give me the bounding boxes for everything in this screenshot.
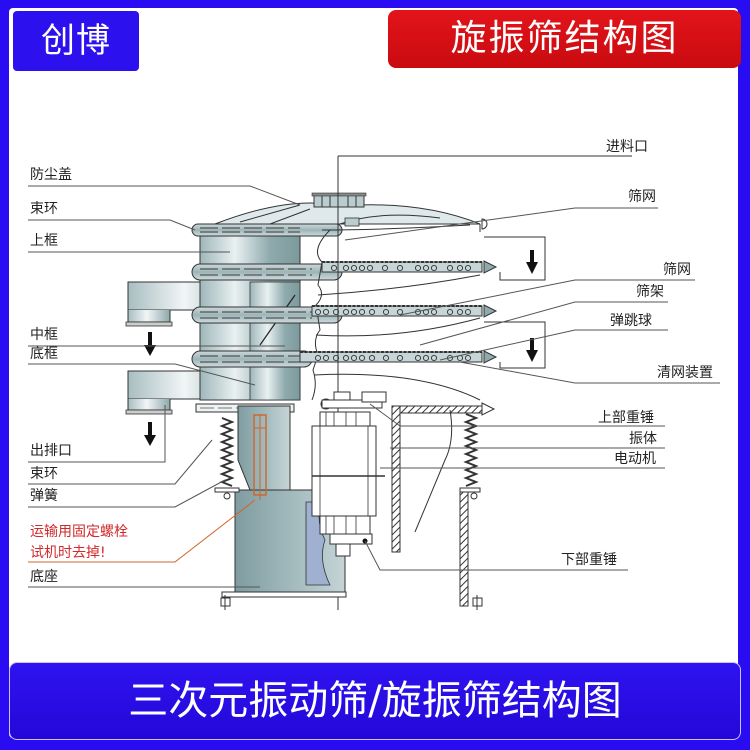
label-bottom-frame: 底框 [30,346,58,362]
motor [311,391,387,557]
label-upper-frame: 上框 [30,233,58,249]
dust-cover [214,192,488,232]
screen-deck-1 [321,260,498,274]
outlet-arrow-right-lower [526,338,538,362]
label-screen-mesh-1: 筛网 [628,189,656,205]
outlet-arrow-right-upper [526,250,538,274]
discharge-arrow-lower [144,422,156,446]
label-mesh-cleaning-device: 清网装置 [657,365,713,381]
label-feed-inlet: 进料口 [606,139,648,155]
left-spring [214,417,240,500]
label-base: 底座 [30,569,58,585]
clamp-rings [191,223,343,368]
title-badge: 旋振筛结构图 [388,10,741,68]
label-middle-frame: 中框 [30,327,58,343]
warning-line-2: 试机时去掉! [30,545,106,561]
brand-badge: 创博 [13,11,139,71]
label-clamp-ring-top: 束环 [30,201,58,217]
screen-deck-3 [299,350,498,364]
left-leader-lines [28,185,301,588]
label-screen-frame: 筛架 [636,284,664,300]
label-clamp-ring-bottom: 束环 [30,466,58,482]
screen-decks [299,224,546,401]
discharge-arrow-upper [144,332,156,356]
screen-deck-2 [311,304,498,318]
cutaway-edge [311,229,331,401]
label-spring: 弹簧 [30,488,58,504]
label-lower-weight: 下部重锤 [561,552,617,568]
label-motor: 电动机 [614,451,656,467]
label-bouncing-ball: 弹跳球 [610,313,652,329]
warning-leader-line [28,499,256,563]
label-dust-cover: 防尘盖 [30,167,72,183]
label-discharge-outlet: 出排口 [30,443,72,459]
footer-caption: 三次元振动筛/旋振筛结构图 [9,662,741,740]
right-leader-lines [344,207,720,571]
label-vibrating-body: 振体 [629,431,657,447]
warning-line-1: 运输用固定螺栓 [30,524,128,540]
transport-bolt [253,414,267,500]
label-upper-weight: 上部重锤 [598,410,654,426]
label-screen-mesh-2: 筛网 [663,262,691,278]
right-support [391,402,496,610]
